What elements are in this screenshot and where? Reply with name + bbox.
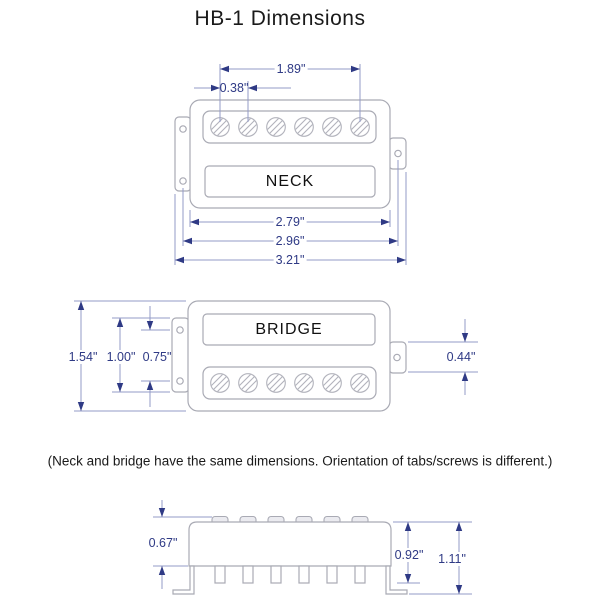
neck-tab-hole (394, 149, 402, 158)
page-title: HB-1 Dimensions (194, 7, 366, 30)
side-view-body-outline (188, 521, 392, 567)
bridge-right-mounting-tab (388, 341, 407, 374)
neck-front-view (174, 99, 407, 209)
side-view-right-leg (385, 565, 408, 595)
side-view (172, 515, 408, 595)
neck-left-mounting-tab (174, 116, 192, 192)
side-view-pole-legs (214, 565, 366, 584)
bridge-label-plate (202, 313, 376, 346)
dim-right-tab-length: 0.44" (444, 350, 478, 364)
note-text: (Neck and bridge have the same dimension… (47, 453, 553, 469)
neck-screw-row-outline (202, 110, 377, 144)
dim-mounting-hole-span: 2.96" (273, 234, 307, 248)
neck-label-plate (204, 165, 376, 198)
extension-lines (74, 64, 478, 595)
bridge-tab-hole (176, 326, 184, 334)
bridge-label: BRIDGE (255, 321, 323, 338)
side-view-left-leg (172, 565, 195, 595)
bridge-left-mounting-tab (171, 317, 190, 393)
dim-body-depth: 0.67" (148, 536, 178, 550)
dim-overall-depth: 1.11" (436, 552, 468, 566)
neck-tab-hole (179, 177, 187, 185)
dim-depth-with-poles: 0.92" (392, 548, 426, 562)
dim-pole-screw-span: 1.89" (274, 62, 308, 76)
dim-overall-width: 3.21" (273, 253, 307, 267)
bridge-tab-hole (176, 377, 184, 385)
bridge-screw-row-outline (202, 366, 377, 400)
bridge-body-outline (187, 300, 391, 412)
neck-tab-hole (179, 125, 187, 133)
dim-tab-hole-spacing: 0.75" (142, 350, 172, 364)
dim-pole-screw-spacing: 0.38" (219, 81, 249, 95)
dim-body-height: 1.54" (66, 350, 100, 364)
dimension-arrowheads (77, 65, 469, 594)
dim-body-width: 2.79" (273, 215, 307, 229)
neck-label: NECK (265, 173, 315, 190)
bridge-front-view (171, 300, 407, 412)
dim-tab-length: 1.00" (104, 350, 138, 364)
bridge-tab-hole (393, 353, 401, 362)
